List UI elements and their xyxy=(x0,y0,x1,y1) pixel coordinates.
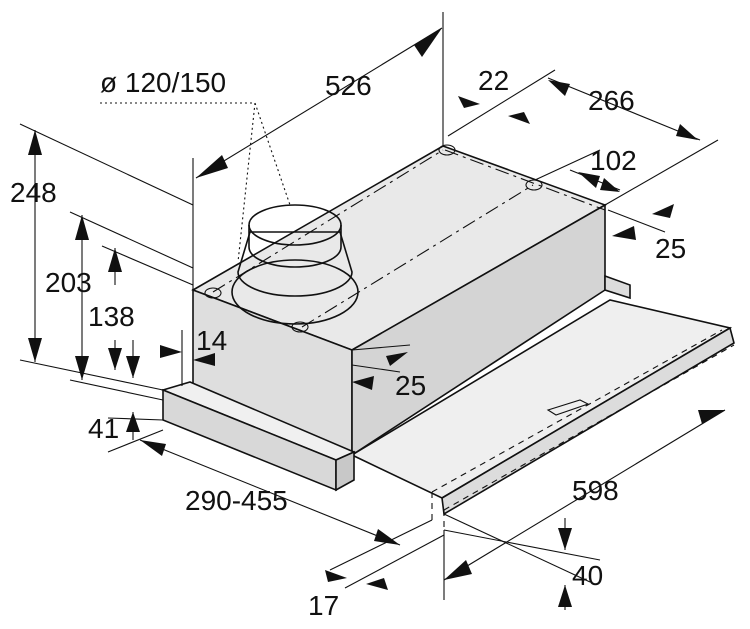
arrowheads xyxy=(28,28,725,607)
label-25-front: 25 xyxy=(395,370,426,401)
label-266: 266 xyxy=(588,85,635,116)
label-17: 17 xyxy=(308,590,339,621)
hole-icon xyxy=(204,287,222,299)
rail-dashed-2 xyxy=(443,344,735,511)
duct-connector xyxy=(231,204,359,325)
front-strip-end xyxy=(335,450,355,492)
label-203: 203 xyxy=(45,267,92,298)
label-25-top: 25 xyxy=(655,233,686,264)
hood-body xyxy=(160,145,735,516)
label-598: 598 xyxy=(572,475,619,506)
label-40: 40 xyxy=(572,560,603,591)
hole-icon xyxy=(525,179,543,191)
mounting-holes xyxy=(204,144,543,333)
label-22: 22 xyxy=(478,65,509,96)
label-41: 41 xyxy=(88,413,119,444)
label-14: 14 xyxy=(196,325,227,356)
hole-icon xyxy=(438,144,456,156)
centerline-rear xyxy=(444,149,606,211)
label-526: 526 xyxy=(325,70,372,101)
label-248: 248 xyxy=(10,177,57,208)
handle-slot xyxy=(546,399,590,416)
hole-icon xyxy=(291,321,309,333)
dimension-labels: ø 120/150 526 22 266 102 25 248 203 138 … xyxy=(10,65,686,621)
drawer-front-face xyxy=(441,326,735,516)
duct-cone xyxy=(237,231,353,297)
label-102: 102 xyxy=(590,145,637,176)
extension-rails xyxy=(431,329,735,530)
centerline-left xyxy=(212,149,444,293)
label-290-455: 290-455 xyxy=(185,485,288,516)
rail-dashed-1 xyxy=(431,329,723,493)
centerline-right xyxy=(301,184,534,328)
duct-flange xyxy=(231,259,359,325)
duct-neck xyxy=(248,246,342,268)
rear-step xyxy=(604,274,631,300)
diameter-leader xyxy=(100,102,291,263)
label-diameter: ø 120/150 xyxy=(100,67,226,98)
label-138: 138 xyxy=(88,301,135,332)
center-lines xyxy=(212,149,606,328)
